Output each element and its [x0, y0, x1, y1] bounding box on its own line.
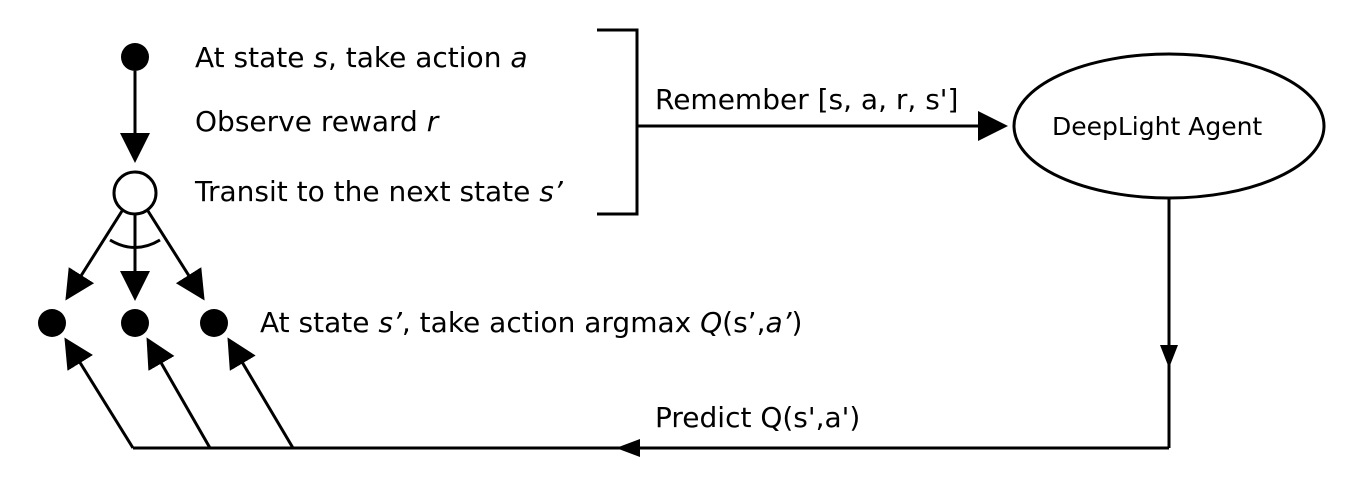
action-node-3 [200, 309, 228, 337]
action-node-1 [38, 309, 66, 337]
predict-arrow-left-head [616, 439, 640, 457]
feedback-arrow-3 [227, 337, 295, 449]
next-state-node [112, 170, 158, 216]
step-argmax-label: At state s’, take action argmax Q(s’,a’) [260, 306, 803, 339]
experience-bracket [597, 28, 639, 216]
branch-arrow-right [146, 210, 205, 301]
predict-arrow-down-head [1160, 345, 1178, 368]
agent-label: DeepLight Agent [1052, 112, 1263, 141]
step-take-action-label: At state s, take action a [195, 41, 528, 74]
branch-arrow-left [65, 210, 124, 301]
step-observe-reward-label: Observe reward r [195, 105, 439, 138]
start-state-node [121, 43, 149, 71]
action-node-2 [121, 309, 149, 337]
feedback-arrow-2 [146, 337, 212, 449]
step-transit-label: Transit to the next state s’ [195, 175, 563, 208]
feedback-arrow-1 [64, 337, 135, 449]
predict-edge-label: Predict Q(s',a') [655, 401, 861, 434]
remember-edge-label: Remember [s, a, r, s'] [655, 83, 959, 116]
